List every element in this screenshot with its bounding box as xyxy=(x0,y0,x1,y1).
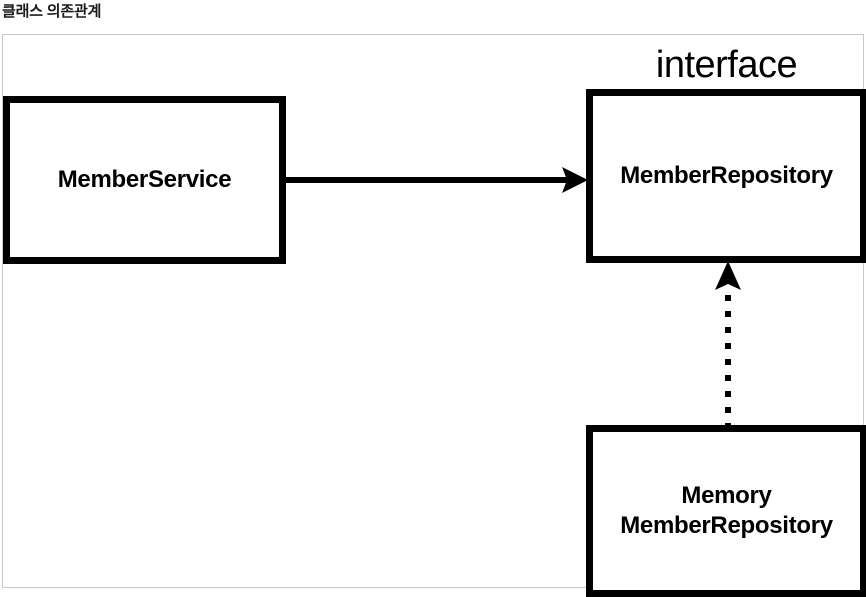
dependency-arrow-solid xyxy=(284,167,588,193)
class-label-member-repository: MemberRepository xyxy=(620,162,833,189)
diagram-container: interface MemberService MemberRepository… xyxy=(2,34,866,597)
page-title: 클래스 의존관계 xyxy=(2,3,102,20)
class-label-member-service: MemberService xyxy=(57,166,232,193)
interface-stereotype-label: interface xyxy=(655,44,798,86)
class-label-line-1: Memory xyxy=(681,482,772,509)
class-box-member-service[interactable]: MemberService xyxy=(3,96,286,264)
class-box-memory-member-repository[interactable]: Memory MemberRepository xyxy=(586,425,866,597)
realization-arrow-dotted xyxy=(715,261,741,429)
class-label-line-2: MemberRepository xyxy=(620,512,833,539)
class-label-memory-member-repository: Memory MemberRepository xyxy=(620,481,833,541)
dependency-arrowhead xyxy=(562,167,588,193)
realization-arrowhead xyxy=(715,261,741,290)
class-box-member-repository[interactable]: MemberRepository xyxy=(586,89,866,263)
